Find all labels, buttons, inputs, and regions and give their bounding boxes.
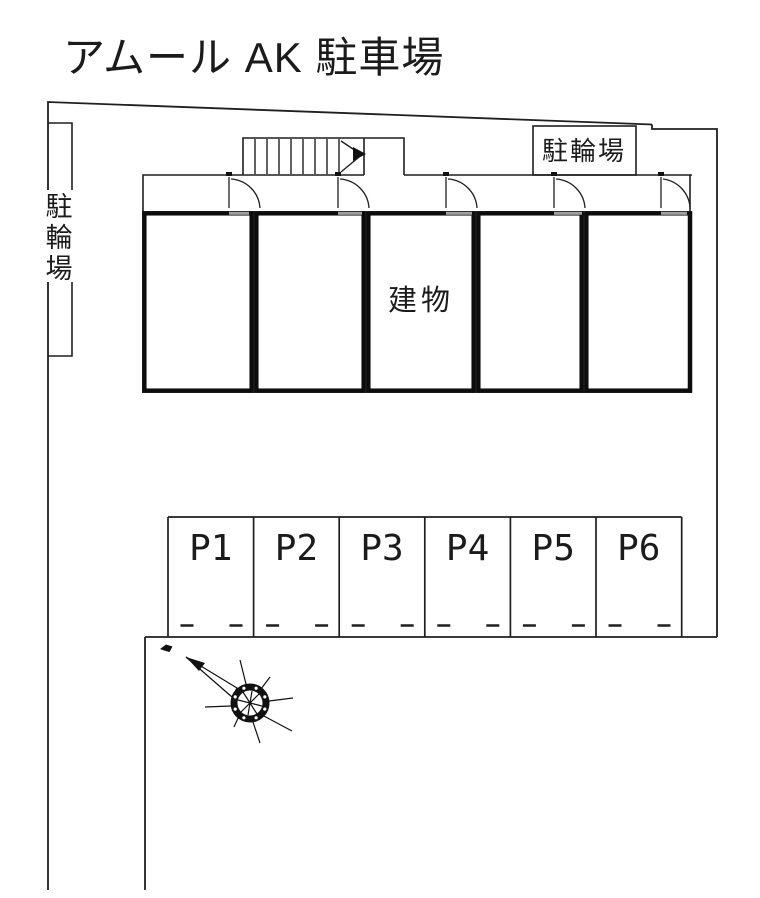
- building-unit-4: [476, 211, 584, 393]
- bicycle-parking-top-box: [532, 125, 637, 176]
- threshold: [661, 211, 687, 215]
- stairs-outline: [242, 137, 405, 175]
- parking-space-label-p5: P5: [532, 528, 575, 569]
- site-boundary-left-top: [47, 101, 653, 890]
- door-unit-5: [658, 172, 691, 208]
- door-jamb: [335, 172, 341, 176]
- entry-thresholds: [229, 211, 687, 215]
- building: 建物: [142, 211, 693, 393]
- threshold: [446, 211, 472, 215]
- door-jamb: [551, 172, 557, 176]
- door-unit-3: [443, 172, 478, 209]
- compass-ring: [230, 683, 270, 723]
- bicycle-parking-left-label-char2: 輪: [46, 223, 73, 253]
- parking-labels: P1 P2 P3 P4 P5 P6: [189, 528, 660, 569]
- door-unit-4: [551, 172, 586, 209]
- bicycle-parking-left-label-char3: 場: [46, 254, 73, 284]
- door-swing-icon: [445, 177, 478, 209]
- corridor: [142, 174, 692, 212]
- corridor-outline: [142, 174, 692, 212]
- bicycle-parking-top-label: 駐輪場: [542, 136, 626, 166]
- parking-space-label-p2: P2: [275, 528, 318, 569]
- building-unit-5: [584, 211, 693, 393]
- bicycle-parking-left-label-bg: [44, 190, 76, 282]
- bicycle-parking-left: 駐 輪 場: [44, 122, 76, 357]
- bicycle-parking-top: 駐輪場: [532, 125, 637, 176]
- door-unit-1: [226, 172, 261, 209]
- unit-doors: [226, 172, 691, 209]
- door-swing-icon: [553, 177, 586, 209]
- door-jamb: [226, 172, 232, 176]
- parking-row: P1 P2 P3 P4 P5 P6: [167, 516, 683, 637]
- door-swing-icon: [660, 177, 691, 208]
- building-label: 建物: [388, 284, 454, 317]
- door-jamb: [658, 172, 664, 176]
- north-arrow-shaft: [185, 656, 238, 698]
- door-unit-2: [335, 172, 370, 209]
- door-swing-icon: [337, 177, 370, 209]
- parking-stall-lines: [167, 516, 683, 637]
- compass-spokes: [237, 690, 263, 716]
- threshold: [338, 211, 362, 215]
- door-swing-icon: [228, 177, 261, 209]
- compass-ring-dots: [233, 686, 267, 720]
- parking-space-label-p4: P4: [446, 528, 489, 569]
- site-boundary: [47, 101, 718, 890]
- building-unit-2: [254, 211, 366, 393]
- north-compass-icon: [160, 644, 294, 744]
- page-title: アムール AK 駐車場: [63, 34, 444, 81]
- north-arrow-head: [186, 657, 205, 671]
- threshold: [554, 211, 582, 215]
- parking-space-label-p6: P6: [617, 528, 660, 569]
- parking-space-label-p3: P3: [360, 528, 403, 569]
- stairs: [242, 137, 405, 175]
- stairs-treads: [254, 139, 340, 174]
- compass-rays: [204, 659, 294, 744]
- bicycle-parking-left-label-char1: 駐: [46, 192, 73, 222]
- stairs-up-arrow-icon: [353, 147, 366, 161]
- north-marker-flag: [160, 644, 173, 652]
- parking-space-label-p1: P1: [189, 528, 232, 569]
- door-jamb: [443, 172, 449, 176]
- site-boundary-right: [651, 124, 718, 637]
- building-unit-1: [142, 211, 254, 393]
- threshold: [229, 211, 249, 215]
- building-unit-3: [366, 211, 476, 393]
